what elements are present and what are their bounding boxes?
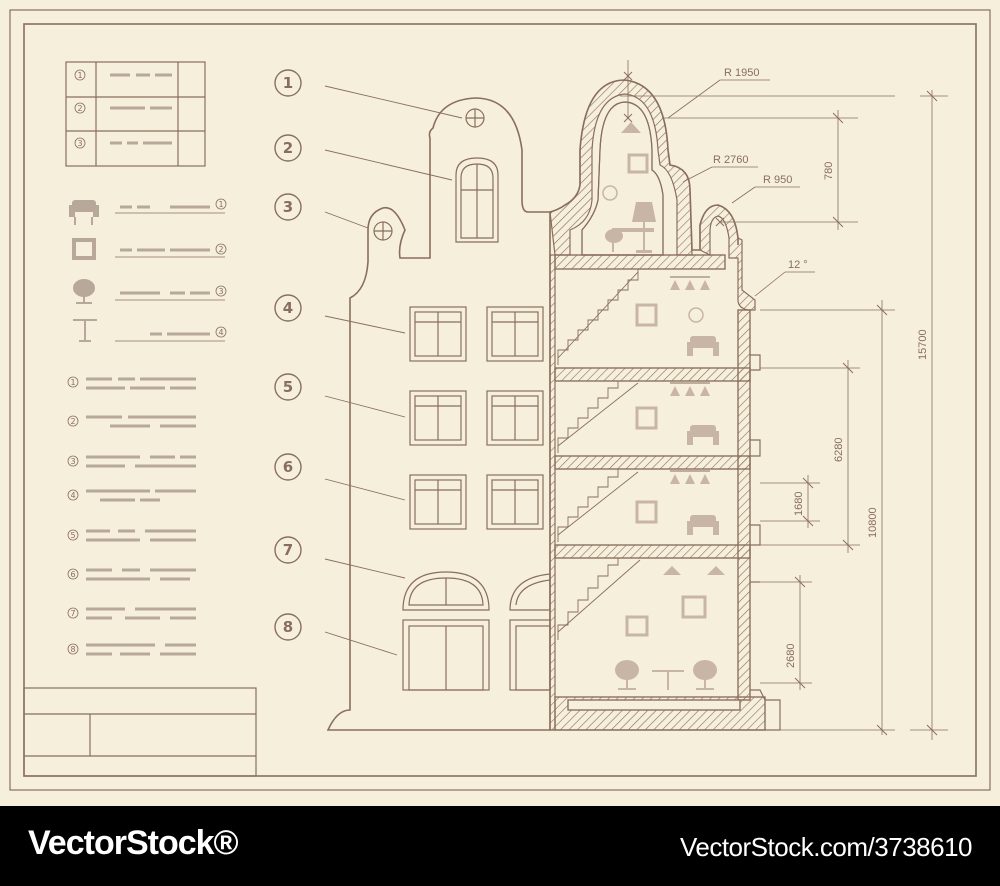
small-gable-right: [699, 204, 756, 311]
chandeliers: [670, 276, 710, 472]
table-number: 1: [77, 71, 82, 80]
wall-frames: [625, 153, 707, 637]
watermark-footer: VectorStock® VectorStock.com/3738610: [0, 806, 1000, 886]
dimension-r1950: R 1950: [724, 67, 759, 79]
egg-chair-legend-icon: [73, 279, 95, 304]
icon-numbers: 1 2 3 4: [218, 200, 223, 337]
callout-label: 2: [283, 139, 293, 157]
section-left-wall: [549, 254, 556, 731]
table-number: 2: [77, 104, 82, 113]
callout-label: 6: [283, 458, 293, 476]
staircases: [557, 269, 641, 640]
blueprint-paper: 1 2 3 4 5 6 7 8 1 2 3 1 2 3 4 1 2 3 4 5 …: [0, 0, 1000, 806]
legend-number: 4: [70, 491, 75, 500]
image-id-text: VectorStock.com/3738610: [679, 832, 973, 862]
chandelier-lamps: [670, 280, 710, 484]
dimension-r2760: R 2760: [713, 154, 748, 166]
dimension-labels: R 1950 R 2760 R 950 12 ° 780 15700 10800…: [713, 67, 929, 668]
dimension-2680: 2680: [785, 644, 797, 668]
floor-slabs: [554, 254, 766, 731]
legend-number: 3: [70, 457, 75, 466]
legend-number: 5: [70, 531, 75, 540]
callout-label: 7: [283, 541, 293, 559]
house-blueprint-drawing: 1 2 3 4 5 6 7 8 1 2 3 1 2 3 4 1 2 3 4 5 …: [9, 9, 991, 791]
clock-icons: [602, 185, 704, 323]
icon-number: 3: [218, 287, 223, 296]
icon-number: 2: [218, 245, 223, 254]
numbered-legend-circles: [67, 376, 79, 655]
dimension-6280: 6280: [833, 438, 845, 462]
callout-labels: 1 2 3 4 5 6 7 8: [283, 74, 293, 636]
icon-legend-lines: [115, 198, 227, 342]
callout-leaders: [324, 85, 463, 656]
dimension-10800: 10800: [867, 507, 879, 538]
callout-circles: [274, 69, 302, 641]
legend-number: 6: [70, 570, 75, 579]
outer-frame: [9, 9, 991, 791]
gable-hatched-wall-left: [549, 79, 693, 256]
callout-label: 3: [283, 198, 293, 216]
title-block: [23, 687, 257, 777]
armchair-legend-icon: [69, 200, 99, 225]
callout-label: 1: [283, 74, 293, 92]
legend-number: 8: [70, 645, 75, 654]
legend-number: 7: [70, 609, 75, 618]
legend-text-placeholders: [86, 377, 196, 656]
dimension-angle: 12 °: [788, 259, 808, 271]
callout-label: 4: [283, 299, 293, 317]
ground-floor-openings: [402, 571, 551, 691]
callout-label: 5: [283, 378, 293, 396]
vectorstock-logo: VectorStock®: [28, 824, 239, 862]
legend-number: 1: [70, 378, 75, 387]
icon-number: 1: [218, 200, 223, 209]
picture-frame-legend-icon: [72, 238, 96, 260]
left-facade-outline: [326, 97, 551, 731]
callout-label: 8: [283, 618, 293, 636]
section-furniture: [605, 122, 725, 690]
dimension-15700: 15700: [917, 329, 929, 360]
dimension-1680: 1680: [793, 492, 805, 516]
dimension-ticks: [623, 71, 938, 736]
table-number: 3: [77, 139, 82, 148]
legend-table: [65, 61, 206, 167]
legend-numbers: 1 2 3 4 5 6 7 8: [70, 378, 75, 654]
table-numbers: 1 2 3: [77, 71, 82, 148]
facade-windows: [409, 306, 544, 530]
arched-gable-window: [455, 157, 499, 243]
side-table-legend-icon: [73, 319, 97, 342]
dimension-lines: [620, 60, 948, 740]
icon-number: 4: [218, 328, 223, 337]
dimension-r950: R 950: [763, 174, 792, 186]
side-table: [652, 670, 684, 690]
inner-frame: [23, 23, 977, 777]
legend-number: 2: [70, 417, 75, 426]
dimension-780: 780: [823, 162, 835, 180]
